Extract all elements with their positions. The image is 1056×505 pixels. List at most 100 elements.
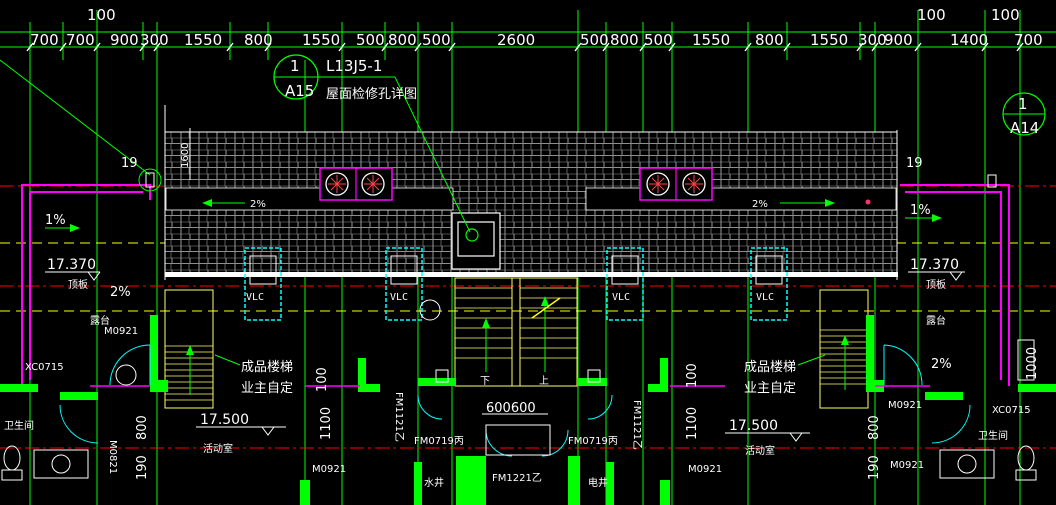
slope-2pct-right: 2% [931, 357, 952, 372]
terrace-label-left: 露台 [90, 314, 110, 327]
level-marker-bottom-left: 17.500 [196, 412, 286, 436]
dim-row2-2: 900 [110, 31, 139, 49]
window-xc0715-left: XC0715 [25, 362, 64, 373]
dim-row1-b: 100 [917, 6, 946, 24]
a14-sheet-ref: A14 [1010, 119, 1039, 137]
svg-text:VLC: VLC [756, 292, 774, 303]
edge-label-right: 19 [906, 156, 923, 171]
svg-text:17.370: 17.370 [47, 257, 96, 273]
door-fm1121-left: FM1121乙 [393, 392, 405, 442]
dim-row2-14: 1550 [692, 31, 730, 49]
level-marker-bottom-right: 17.500 [725, 418, 810, 442]
dim-row2-15: 800 [755, 31, 784, 49]
dim-row2-7: 500 [356, 31, 385, 49]
door-m0921-top-left: M0921 [104, 326, 138, 337]
svg-text:17.500: 17.500 [200, 412, 249, 428]
water-shaft-label: 水井 [424, 476, 444, 489]
bathroom-fixtures-right [939, 445, 1037, 481]
dim-600-600: 600600 [486, 401, 536, 416]
door-fm0719-left: FM0719丙 [414, 436, 464, 447]
edge-label-left: 19 [121, 156, 138, 171]
door-m0921-bottom-left: M0921 [312, 464, 346, 475]
dim-row2-20: 700 [1014, 31, 1043, 49]
dim-1100-right: 1100 [685, 407, 700, 440]
terrace-slope-left: 1% [45, 213, 66, 228]
svg-text:17.500: 17.500 [729, 418, 778, 434]
svg-text:VLC: VLC [246, 292, 264, 303]
dim-190-right: 190 [867, 455, 882, 480]
dim-row2-12: 800 [610, 31, 639, 49]
stair-note-left-1: 成品楼梯 [241, 360, 293, 375]
pipe-box-right [587, 369, 601, 383]
window-vlc-3[interactable]: VLC [606, 247, 644, 321]
door-swings [59, 344, 971, 457]
terrace-slope-right: 1% [910, 203, 931, 218]
a15-sheet-ref: A15 [285, 82, 314, 100]
dim-row2-6: 1550 [302, 31, 340, 49]
window-vlc-1[interactable]: VLC [244, 247, 282, 321]
bathroom-label-right: 卫生间 [978, 429, 1008, 442]
roof-access-hatch[interactable] [451, 212, 501, 270]
detail-callout-a14[interactable]: 1 A14 [1002, 92, 1046, 137]
door-m0921-right: M0921 [888, 400, 922, 411]
drain-point-icon [865, 199, 871, 205]
a15-number: 1 [290, 57, 300, 75]
gutter-slope-right: 2% [752, 199, 768, 210]
dim-100-left: 100 [315, 367, 330, 392]
door-fm1221: FM1221乙 [492, 472, 542, 484]
level-marker-top-left: 17.370 [45, 257, 101, 281]
gutter-slope-left: 2% [250, 199, 266, 210]
roof-gutter-right [585, 187, 897, 211]
vent-fan-group-left [319, 167, 393, 201]
detail-callout-a15[interactable]: 1 A15 L13J5-1 屋面检修孔详图 [273, 54, 471, 233]
dim-row2-18: 900 [884, 31, 913, 49]
window-vlc-4[interactable]: VLC [750, 247, 788, 321]
window-vlc-2[interactable]: VLC [385, 247, 423, 321]
dim-row2-16: 1550 [810, 31, 848, 49]
window-xc0715-right: XC0715 [992, 405, 1031, 416]
roof-top-label-left: 顶板 [68, 278, 88, 291]
bathroom-fixtures-left [1, 445, 89, 481]
terrace-label-right: 露台 [926, 314, 946, 327]
dim-row2-11: 500 [580, 31, 609, 49]
top-dimension-chain: 100 100 100 700 700 900 300 1550 800 155… [0, 6, 1056, 60]
door-fm1121-right: FM1121乙 [631, 400, 643, 450]
roof-gutter-left [165, 187, 454, 211]
pipe-box-left [435, 369, 449, 383]
dim-row1-c: 100 [991, 6, 1020, 24]
door-m0921-bottom-right: M0921 [688, 464, 722, 475]
dim-800-left: 800 [135, 415, 150, 440]
roof-plan[interactable]: 1600 2% 2% [164, 105, 898, 280]
drain-circle-center [419, 299, 441, 321]
dim-row2-19: 1400 [950, 31, 988, 49]
vent-fan-group-right [639, 167, 713, 201]
activity-room-right: 活动室 [745, 444, 775, 457]
door-m0921-right-2: M0921 [890, 460, 924, 471]
stair-note-right-1: 成品楼梯 [744, 360, 796, 375]
terrace-outline-left [21, 184, 151, 386]
dim-row2-3: 300 [140, 31, 169, 49]
dim-row2-9: 500 [422, 31, 451, 49]
electric-shaft-label: 电井 [588, 476, 608, 489]
dim-1100-left: 1100 [319, 407, 334, 440]
dim-1000-right: 1000 [1025, 347, 1040, 380]
dim-row2-1: 700 [66, 31, 95, 49]
leader-line-left [0, 59, 151, 176]
roof-height-dim: 1600 [180, 143, 191, 168]
roof-eave-line [165, 272, 898, 277]
dim-190-left: 190 [135, 455, 150, 480]
stair-central[interactable]: 下 上 [454, 277, 578, 387]
dim-row2-8: 800 [388, 31, 417, 49]
slope-2pct-left: 2% [110, 285, 131, 300]
dim-row2-10: 2600 [497, 31, 535, 49]
svg-text:17.370: 17.370 [910, 257, 959, 273]
activity-room-left: 活动室 [203, 442, 233, 455]
stair-note-left-2: 业主自定 [241, 381, 293, 396]
stair-left[interactable] [164, 289, 214, 409]
a15-standard-code: L13J5-1 [326, 57, 382, 75]
dim-row2-5: 800 [244, 31, 273, 49]
stair-up-label: 上 [539, 375, 549, 387]
dim-row2-13: 500 [644, 31, 673, 49]
drain-circle-left [115, 364, 137, 386]
